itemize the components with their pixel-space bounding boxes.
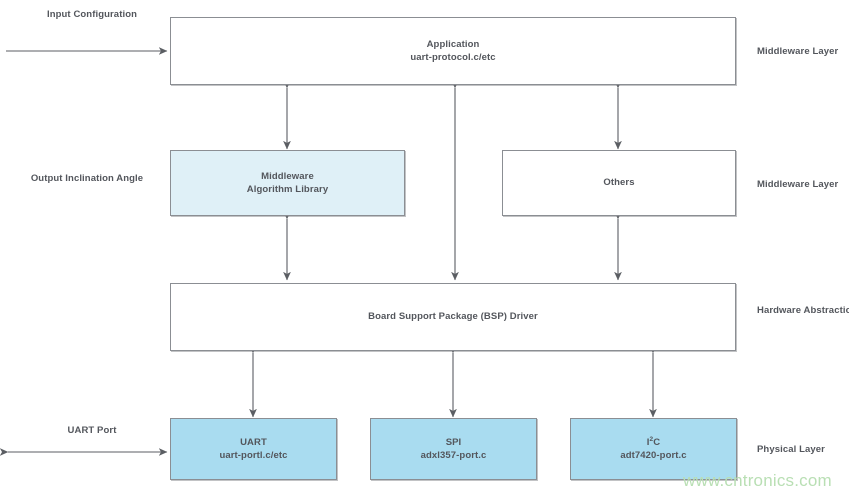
io-label-output-line1: Output — [30, 173, 63, 184]
box-others[interactable]: Others — [502, 150, 736, 216]
io-label-uart-port: UART Port — [22, 424, 162, 438]
box-i2c-title-pre: I — [646, 436, 650, 448]
box-middleware-subtitle: Algorithm Library — [246, 184, 329, 195]
box-bsp-driver[interactable]: Board Support Package (BSP) Driver — [170, 283, 736, 351]
layer-label-hardware-abstraction: Hardware Abstraction Layer — [757, 304, 849, 318]
box-bsp-driver-title: Board Support Package (BSP) Driver — [368, 311, 538, 323]
box-application[interactable]: Application uart-protocol.c/etc — [170, 17, 736, 85]
layer-label-middleware-second-line1: Middleware Layer — [757, 179, 839, 190]
io-label-input-configuration: Input Configuration — [22, 8, 162, 22]
io-label-uart-port-line1: UART Port — [67, 425, 117, 436]
box-i2c-title-post: C — [653, 436, 661, 448]
box-uart[interactable]: UART uart-portl.c/etc — [170, 418, 337, 480]
box-application-title: Application — [426, 38, 480, 50]
box-spi[interactable]: SPI adxl357-port.c — [370, 418, 537, 480]
io-label-input-line1: Input — [46, 9, 71, 20]
io-label-input-line2: Configuration — [73, 9, 138, 20]
box-spi-subtitle: adxl357-port.c — [420, 450, 487, 461]
io-label-output-inclination-angle: Output Inclination Angle — [12, 172, 162, 186]
layer-label-middleware-second: Middleware Layer — [757, 178, 838, 192]
layer-label-hardware-abstraction-line1: Hardware — [757, 305, 802, 316]
layer-label-hardware-abstraction-line2: Abstraction Layer — [803, 305, 849, 316]
box-uart-subtitle: uart-portl.c/etc — [219, 450, 288, 461]
box-uart-title: UART — [240, 436, 267, 448]
watermark-cntronics: www.cntronics.com — [683, 471, 832, 490]
box-spi-title: SPI — [445, 436, 462, 448]
box-i2c-title-superscript: 2 — [649, 435, 654, 443]
box-i2c-subtitle: adt7420-port.c — [620, 450, 687, 461]
layer-label-physical: Physical Layer — [757, 443, 825, 457]
layer-label-middleware-top-line1: Middleware Layer — [757, 46, 839, 57]
box-middleware-algorithm-library[interactable]: Middleware Algorithm Library — [170, 150, 405, 216]
box-others-title: Others — [603, 177, 635, 189]
box-middleware-title: Middleware — [261, 170, 314, 182]
box-i2c-title: I2C — [647, 436, 660, 449]
io-label-output-line2: Inclination Angle — [65, 173, 144, 184]
box-application-subtitle: uart-protocol.c/etc — [410, 52, 496, 63]
box-i2c[interactable]: I2C adt7420-port.c — [570, 418, 737, 480]
layer-label-physical-line1: Physical Layer — [757, 444, 825, 455]
layer-label-middleware-top: Middleware Layer — [757, 45, 838, 59]
